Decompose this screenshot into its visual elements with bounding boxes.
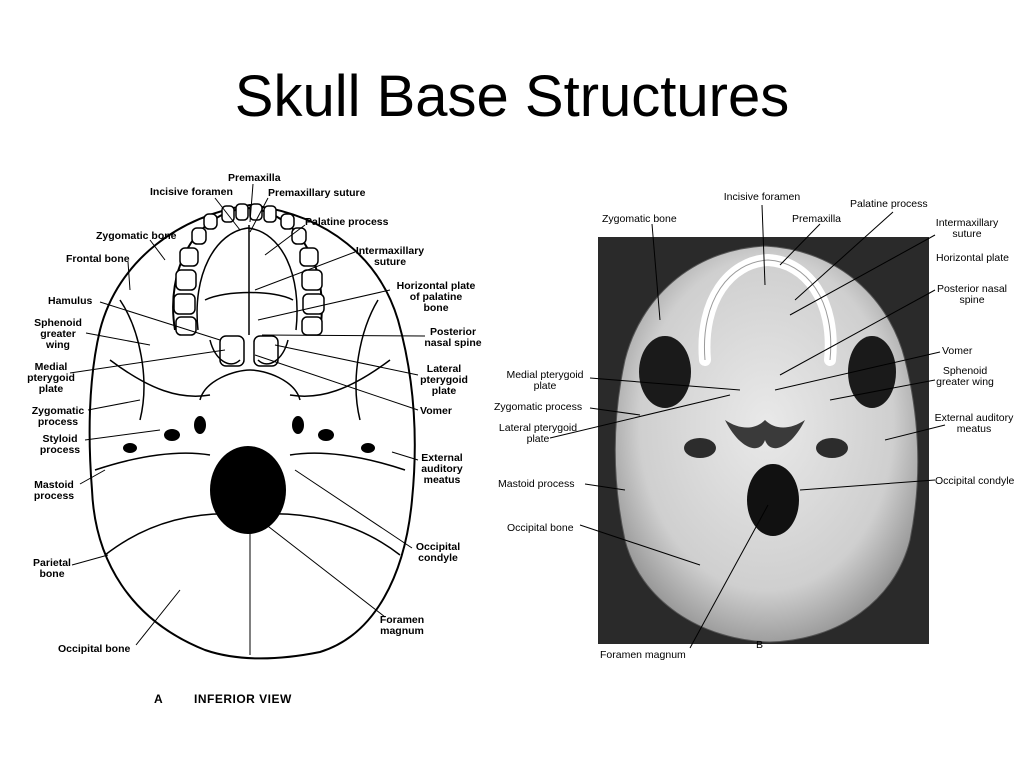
b-label-intermaxillary-suture: Intermaxillary suture (935, 217, 999, 240)
b-label-external-auditory-meatus: External auditory meatus (934, 412, 1014, 435)
b-label-medial-pterygoid-plate: Medial pterygoid plate (506, 369, 584, 392)
b-label-foramen-magnum: Foramen magnum (600, 649, 686, 661)
foramen-magnum-shape (210, 446, 286, 534)
slide-title: Skull Base Structures (234, 64, 790, 129)
a-caption: INFERIOR VIEW (194, 692, 292, 706)
a-label-occipital-bone: Occipital bone (58, 643, 131, 655)
a-label-incisive-foramen: Incisive foramen (150, 186, 233, 198)
a-label-medial-pterygoid-plate: Medial pterygoid plate (27, 361, 75, 395)
a-label-horizontal-plate: Horizontal plate of palatine bone (396, 280, 476, 314)
b-label-occipital-bone: Occipital bone (507, 522, 574, 534)
b-label-posterior-nasal-spine: Posterior nasal spine (936, 283, 1008, 306)
b-label-zygomatic-process: Zygomatic process (494, 401, 583, 413)
b-label-occipital-condyle: Occipital condyle (935, 475, 1015, 487)
a-label-zygomatic-bone: Zygomatic bone (96, 230, 177, 242)
photo-foramen-magnum (747, 464, 799, 536)
b-label-lateral-pterygoid-plate: Lateral pterygoid plate (498, 422, 578, 445)
b-panel-letter: B (756, 639, 764, 651)
b-label-horizontal-plate: Horizontal plate (936, 252, 1009, 264)
a-label-posterior-nasal-spine: Posterior nasal spine (424, 326, 482, 349)
b-label-vomer: Vomer (942, 345, 973, 357)
a-label-premaxillary-suture: Premaxillary suture (268, 187, 366, 199)
a-label-zygomatic-process: Zygomatic process (31, 405, 85, 428)
b-label-mastoid-process: Mastoid process (498, 478, 575, 490)
b-label-zygomatic-bone: Zygomatic bone (602, 213, 677, 225)
b-label-palatine-process: Palatine process (850, 198, 928, 210)
b-label-premaxilla: Premaxilla (792, 213, 842, 225)
a-label-foramen-magnum: Foramen magnum (379, 614, 425, 637)
a-label-premaxilla: Premaxilla (228, 172, 281, 184)
a-label-styloid-process: Styloid process (39, 433, 81, 456)
a-label-palatine-process: Palatine process (305, 216, 389, 228)
a-label-parietal-bone: Parietal bone (33, 557, 71, 580)
figure-b-leader-lines (549, 204, 946, 649)
a-label-occipital-condyle: Occipital condyle (415, 541, 461, 564)
photo-skull (614, 245, 919, 643)
a-label-intermaxillary-suture: Intermaxillary suture (355, 245, 425, 268)
b-label-incisive-foramen: Incisive foramen (723, 191, 801, 203)
a-label-frontal-bone: Frontal bone (66, 253, 130, 265)
a-label-hamulus: Hamulus (48, 295, 93, 307)
a-label-mastoid-process: Mastoid process (33, 479, 75, 502)
a-panel-letter: A (154, 692, 164, 706)
skull-outline (88, 203, 416, 660)
figure-a-leader-lines (69, 183, 426, 646)
a-label-external-auditory-meatus: External auditory meatus (421, 452, 463, 486)
b-label-sphenoid-greater-wing: Sphenoid greater wing (936, 365, 994, 388)
a-label-vomer: Vomer (420, 405, 452, 417)
a-label-sphenoid-greater-wing: Sphenoid greater wing (34, 317, 82, 351)
a-label-lateral-pterygoid-plate: Lateral pterygoid plate (420, 363, 468, 397)
